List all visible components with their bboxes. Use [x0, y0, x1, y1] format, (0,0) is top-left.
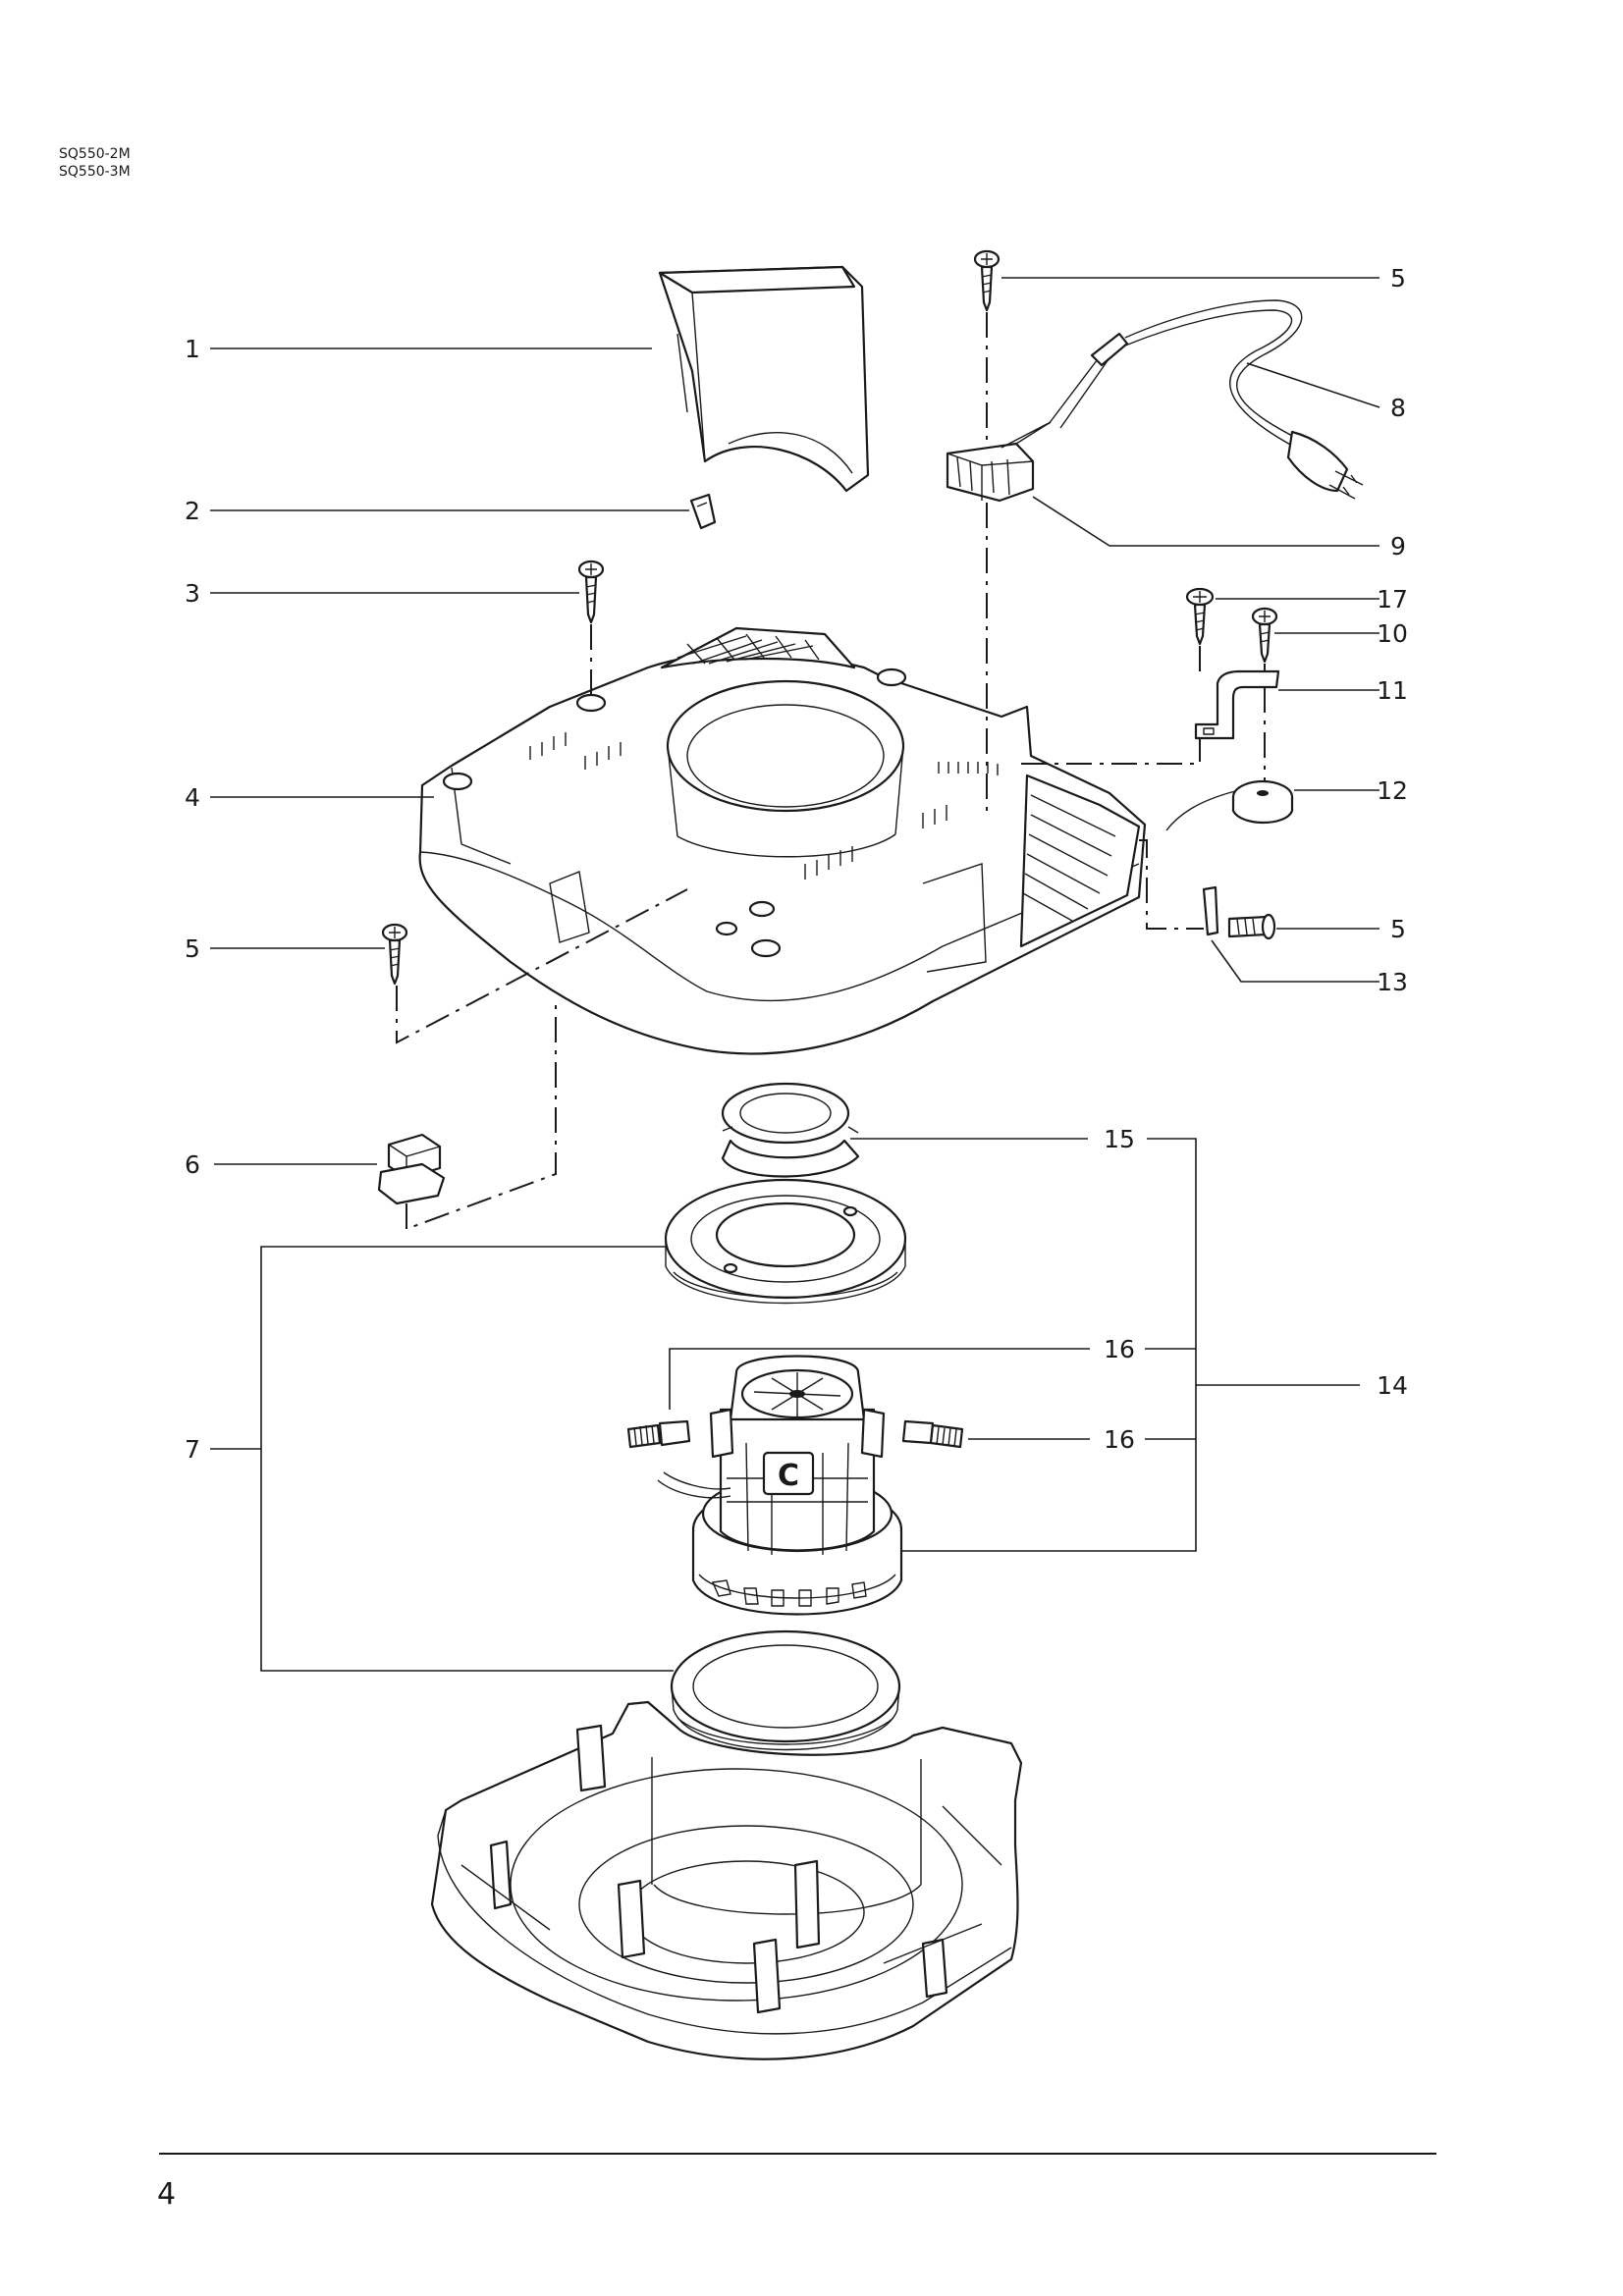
callout-11: 11 — [1377, 676, 1408, 705]
callout-5-left: 5 — [185, 934, 200, 963]
part-small-bracket — [1202, 885, 1276, 940]
callout-1: 1 — [185, 335, 200, 363]
callout-2: 2 — [185, 497, 200, 525]
part-terminal-block — [946, 421, 1052, 503]
assembly-lines — [396, 312, 1266, 1231]
part-motor: C — [626, 1355, 964, 1616]
part-power-cable — [1048, 299, 1364, 500]
callout-9: 9 — [1390, 532, 1406, 561]
part-seal-ring-upper — [721, 1082, 860, 1178]
screw-left — [381, 923, 408, 986]
part-grommet — [377, 1133, 446, 1205]
callout-15: 15 — [1104, 1125, 1135, 1153]
callout-12: 12 — [1377, 776, 1408, 805]
callout-13: 13 — [1377, 968, 1408, 996]
callout-labels: 1 2 3 4 5 5 6 7 5 8 9 17 10 11 12 13 15 … — [185, 264, 1408, 1464]
screw-10 — [1251, 607, 1278, 664]
leader-lines — [210, 277, 1380, 1672]
model-name: SQ550-3M — [59, 164, 131, 180]
callout-6: 6 — [185, 1150, 200, 1179]
callout-5-duplicate: 5 — [1384, 913, 1400, 941]
callout-16-top: 16 — [1104, 1335, 1135, 1363]
part-gasket-upper — [664, 1178, 907, 1305]
part-clip — [689, 493, 717, 530]
part-main-housing — [418, 626, 1147, 1055]
screw-top-left — [577, 560, 605, 624]
callout-5-right: 5 — [1390, 915, 1406, 943]
motor-mark: C — [778, 1459, 799, 1493]
callout-16-bottom: 16 — [1104, 1425, 1135, 1454]
part-base-frame — [430, 1700, 1023, 2060]
callout-4: 4 — [185, 783, 200, 812]
model-name: SQ550-2M — [59, 146, 131, 162]
callout-14: 14 — [1377, 1371, 1408, 1400]
callout-10: 10 — [1377, 619, 1408, 648]
callout-7: 7 — [185, 1435, 200, 1464]
part-gasket-lower — [670, 1629, 901, 1751]
part-bracket — [1194, 669, 1280, 740]
model-list: SQ550-2M SQ550-3M — [59, 145, 131, 181]
part-indicator-lamp — [1165, 779, 1294, 831]
screw-17 — [1185, 587, 1215, 646]
callout-17: 17 — [1377, 585, 1408, 614]
footer-rule — [159, 2153, 1436, 2155]
callout-5-top: 5 — [1390, 264, 1406, 293]
callout-3: 3 — [185, 579, 200, 608]
part-hood — [658, 265, 870, 493]
page-number: 4 — [157, 2177, 177, 2212]
screw-top-right — [973, 249, 1001, 312]
callout-8: 8 — [1390, 394, 1406, 422]
